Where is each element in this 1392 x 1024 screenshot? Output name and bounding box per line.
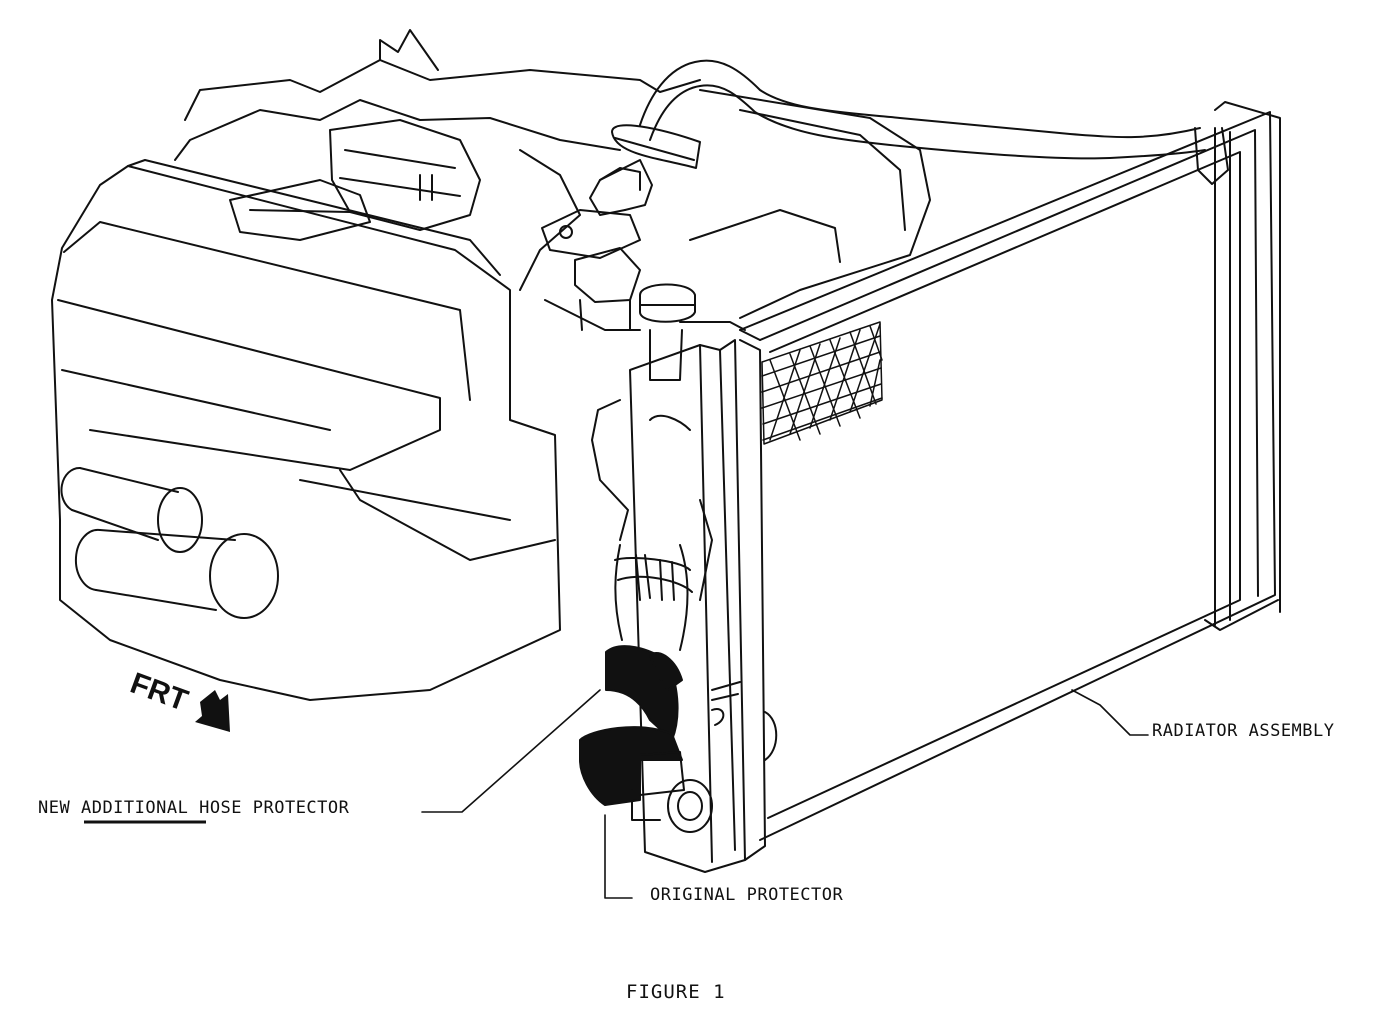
front-arrow-icon — [195, 690, 230, 732]
radiator-assembly-label: RADIATOR ASSEMBLY — [1152, 721, 1335, 741]
radiator-assembly-drawing — [579, 101, 1281, 873]
figure-caption: FIGURE 1 — [626, 981, 726, 1003]
new-prefix: NEW — [38, 798, 70, 818]
leader-lines — [421, 689, 1149, 899]
new-emphasis: ADDITIONAL — [81, 798, 188, 818]
new-suffix: HOSE PROTECTOR — [199, 798, 350, 818]
new-hose-protector-label: NEW ADDITIONAL HOSE PROTECTOR — [38, 798, 350, 818]
front-label: FRT — [126, 667, 192, 718]
engine-drawing — [51, 29, 931, 701]
original-protector-label: ORIGINAL PROTECTOR — [650, 885, 843, 905]
upper-hose — [589, 59, 1206, 216]
